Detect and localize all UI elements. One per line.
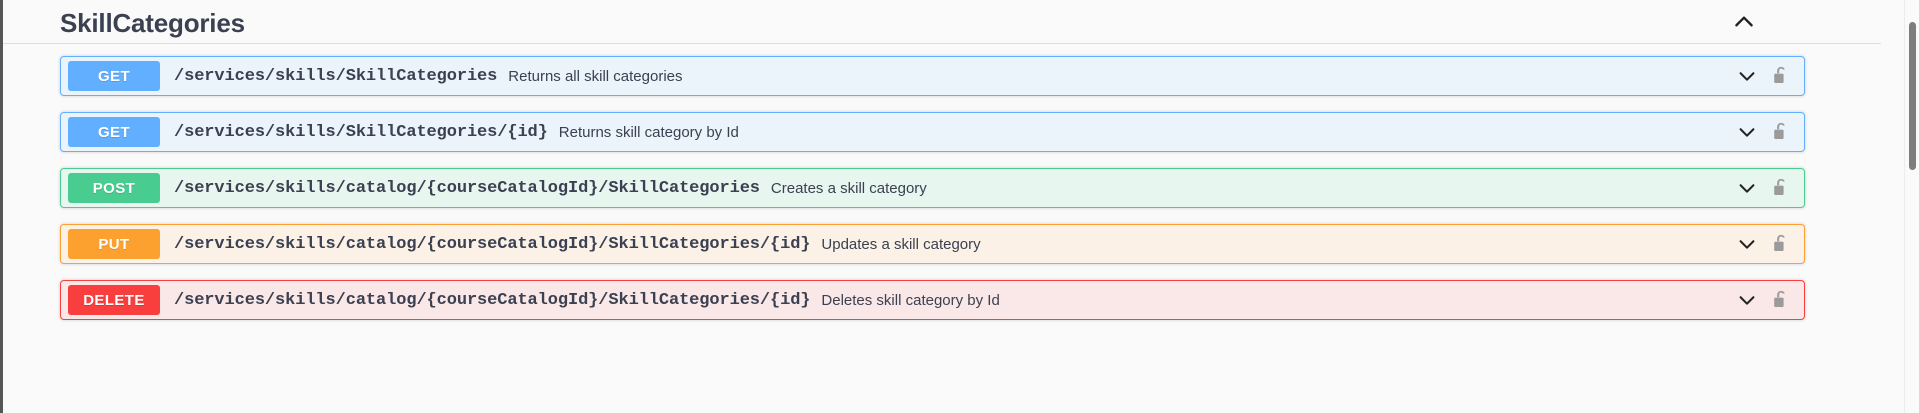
unlocked-padlock-icon[interactable]	[1764, 61, 1798, 91]
operations-tag-section: SkillCategories GET /services/skills/Ski…	[3, 0, 1919, 320]
method-badge: PUT	[68, 229, 160, 259]
chevron-down-icon[interactable]	[1730, 173, 1764, 203]
page-title: SkillCategories	[60, 7, 245, 38]
method-badge: GET	[68, 117, 160, 147]
endpoint-description: Deletes skill category by Id	[821, 291, 1000, 309]
method-badge: DELETE	[68, 285, 160, 315]
vertical-scrollbar[interactable]	[1904, 0, 1919, 413]
endpoint-description: Returns skill category by Id	[558, 123, 739, 141]
method-badge: GET	[68, 61, 160, 91]
operation-row[interactable]: POST /services/skills/catalog/{courseCat…	[60, 168, 1805, 208]
scrollbar-thumb[interactable]	[1909, 22, 1916, 170]
endpoint-path: /services/skills/catalog/{courseCatalogI…	[174, 234, 811, 254]
endpoint-path: /services/skills/catalog/{courseCatalogI…	[174, 290, 811, 310]
endpoint-description: Returns all skill categories	[508, 67, 683, 85]
endpoint-path: /services/skills/SkillCategories	[174, 66, 498, 86]
chevron-down-icon[interactable]	[1730, 229, 1764, 259]
chevron-down-icon[interactable]	[1730, 285, 1764, 315]
operation-row[interactable]: GET /services/skills/SkillCategories Ret…	[60, 56, 1805, 96]
endpoint-description: Updates a skill category	[821, 235, 981, 253]
operation-row[interactable]: PUT /services/skills/catalog/{courseCata…	[60, 224, 1805, 264]
unlocked-padlock-icon[interactable]	[1764, 285, 1798, 315]
chevron-up-icon[interactable]	[1729, 7, 1759, 37]
method-badge: POST	[68, 173, 160, 203]
unlocked-padlock-icon[interactable]	[1764, 173, 1798, 203]
unlocked-padlock-icon[interactable]	[1764, 117, 1798, 147]
operation-row[interactable]: DELETE /services/skills/catalog/{courseC…	[60, 280, 1805, 320]
endpoint-path: /services/skills/catalog/{courseCatalogI…	[174, 178, 760, 198]
operation-row[interactable]: GET /services/skills/SkillCategories/{id…	[60, 112, 1805, 152]
operations-list: GET /services/skills/SkillCategories Ret…	[3, 44, 1919, 320]
endpoint-path: /services/skills/SkillCategories/{id}	[174, 122, 548, 142]
section-header-skillcategories[interactable]: SkillCategories	[3, 0, 1881, 44]
chevron-down-icon[interactable]	[1730, 117, 1764, 147]
chevron-down-icon[interactable]	[1730, 61, 1764, 91]
unlocked-padlock-icon[interactable]	[1764, 229, 1798, 259]
endpoint-description: Creates a skill category	[770, 179, 927, 197]
